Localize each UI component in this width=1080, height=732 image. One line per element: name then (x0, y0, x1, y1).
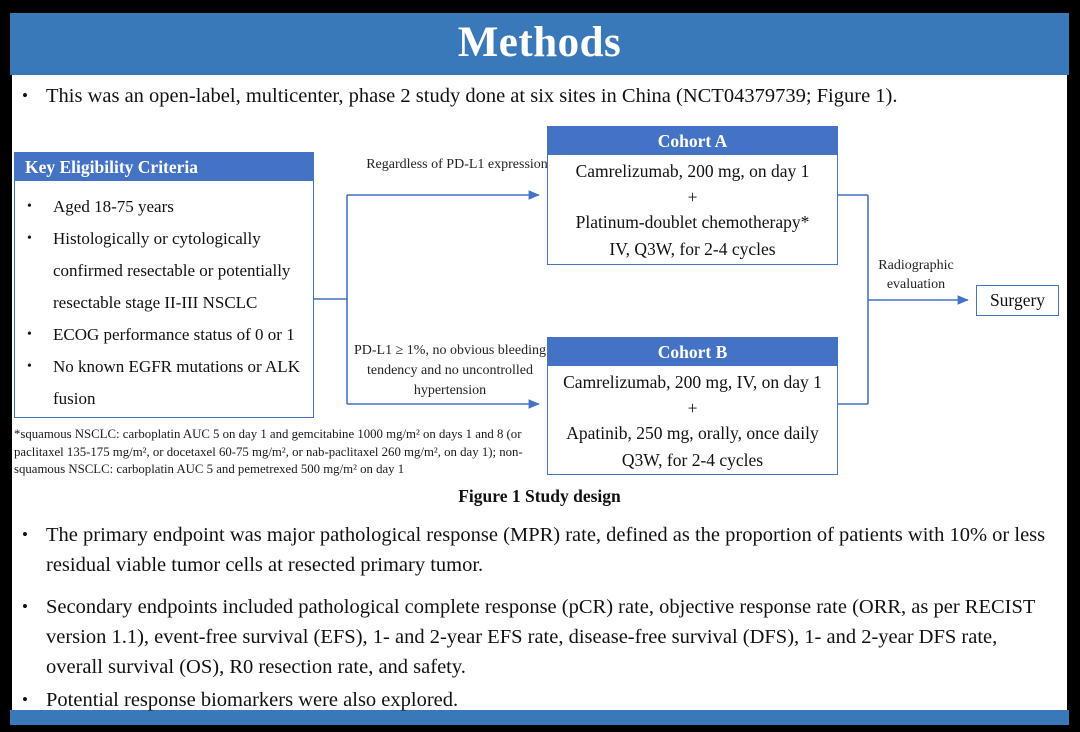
figure-caption: Figure 1 Study design (458, 486, 621, 506)
bullet-icon: • (22, 525, 28, 544)
cohort-b-line: Q3W, for 2-4 cycles (621, 450, 764, 470)
plus-sign: + (687, 187, 698, 207)
cohort-a-box: Cohort A Camrelizumab, 200 mg, on day 1 … (547, 126, 838, 265)
bullet-icon: • (22, 690, 28, 709)
page-title: Methods (457, 19, 622, 66)
cohort-a-line: Platinum-doublet chemotherapy* (575, 212, 810, 232)
eligibility-item-text: Histologically or cytologically confirme… (53, 229, 291, 312)
cohort-b-box: Cohort B Camrelizumab, 200 mg, IV, on da… (547, 337, 838, 475)
surgery-box: Surgery (976, 285, 1059, 316)
eligibility-item: • ECOG performance status of 0 or 1 (23, 319, 309, 351)
bullet-icon: • (27, 231, 32, 246)
endpoint-bullet-primary: • The primary endpoint was major patholo… (22, 520, 1058, 580)
eligibility-box: Key Eligibility Criteria • Aged 18-75 ye… (14, 152, 314, 418)
cohort-a-body: Camrelizumab, 200 mg, on day 1 + Platinu… (548, 155, 837, 263)
branch-label-bottom: PD-L1 ≥ 1%, no obvious bleeding tendency… (353, 343, 546, 398)
cohort-a-line: IV, Q3W, for 2-4 cycles (609, 239, 776, 259)
branch-label-top: Regardless of PD-L1 expression (366, 157, 548, 172)
intro-bullet-text: This was an open-label, multicenter, pha… (46, 85, 898, 107)
eligibility-item-text: No known EGFR mutations or ALK fusion (53, 357, 300, 408)
eligibility-item: • No known EGFR mutations or ALK fusion (23, 351, 309, 415)
slide-title-bar: Methods (10, 13, 1069, 75)
cohort-b-header: Cohort B (548, 338, 837, 366)
radiographic-evaluation-label: Radiographic evaluation (878, 258, 954, 292)
eligibility-item: • Aged 18-75 years (23, 191, 309, 223)
eligibility-item-text: ECOG performance status of 0 or 1 (53, 325, 295, 344)
eligibility-header: Key Eligibility Criteria (15, 153, 313, 181)
cohort-a-line: Camrelizumab, 200 mg, on day 1 (575, 161, 810, 181)
slide-bottom-bar (10, 710, 1069, 725)
bullet-icon: • (27, 327, 32, 342)
figure-footnote: *squamous NSCLC: carboplatin AUC 5 on da… (14, 427, 523, 476)
bullet-icon: • (27, 359, 32, 374)
cohort-b-line: Apatinib, 250 mg, orally, once daily (566, 423, 819, 443)
cohort-b-body: Camrelizumab, 200 mg, IV, on day 1 + Apa… (548, 366, 837, 474)
endpoint-bullet-text: The primary endpoint was major pathologi… (46, 524, 1046, 576)
bullet-icon: • (22, 86, 28, 105)
bullet-icon: • (22, 597, 28, 616)
endpoint-bullet-text: Secondary endpoints included pathologica… (46, 596, 1036, 678)
cohort-b-line: Camrelizumab, 200 mg, IV, on day 1 (563, 372, 822, 392)
eligibility-item: • Histologically or cytologically confir… (23, 223, 309, 319)
eligibility-item-text: Aged 18-75 years (53, 197, 174, 216)
plus-sign: + (687, 398, 698, 418)
eligibility-list: • Aged 18-75 years • Histologically or c… (15, 181, 313, 415)
biomarkers-bullet: • Potential response biomarkers were als… (22, 687, 1058, 713)
cohort-a-header: Cohort A (548, 127, 837, 155)
surgery-label: Surgery (989, 290, 1046, 310)
biomarkers-bullet-text: Potential response biomarkers were also … (46, 689, 459, 711)
endpoint-bullet-secondary: • Secondary endpoints included pathologi… (22, 592, 1058, 682)
bullet-icon: • (27, 199, 32, 214)
intro-bullet: • This was an open-label, multicenter, p… (22, 82, 1062, 110)
